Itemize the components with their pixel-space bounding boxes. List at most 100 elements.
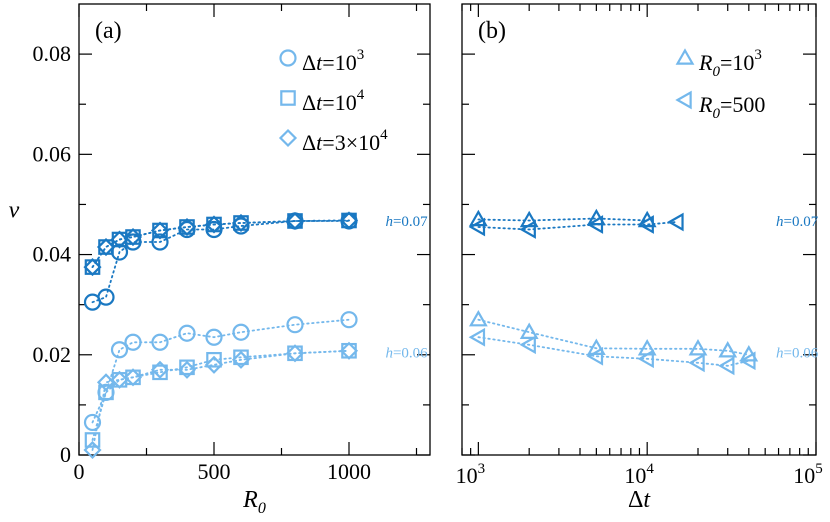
x-tick-label: 105 <box>793 461 823 488</box>
data-point <box>177 217 197 237</box>
series-connector <box>91 219 350 269</box>
data-point <box>233 349 249 366</box>
legend-marker <box>675 90 692 110</box>
data-point <box>286 316 304 334</box>
data-point <box>206 351 222 368</box>
legend-label: Δt=3×104 <box>302 127 388 155</box>
x-tick-label: 500 <box>198 459 231 484</box>
x-axis-label: Δt <box>628 487 651 513</box>
data-point <box>718 341 738 358</box>
x-tick-label: 1000 <box>327 459 371 484</box>
data-point <box>151 333 169 351</box>
panel-label: (a) <box>95 18 122 44</box>
legend-marker <box>280 90 296 106</box>
data-point <box>84 432 101 448</box>
data-point <box>150 360 170 379</box>
data-point <box>123 368 143 387</box>
legend-marker <box>279 49 297 67</box>
annotation: h=0.06 <box>385 345 428 361</box>
series-circle-h006 <box>83 311 358 432</box>
annotation: h=0.06 <box>776 345 819 361</box>
data-point <box>150 221 170 240</box>
data-point <box>110 341 129 359</box>
y-tick-label: 0.08 <box>33 41 72 66</box>
series-triangle-left-h007 <box>468 212 684 239</box>
y-tick-label: 0.04 <box>33 242 72 267</box>
data-point <box>688 339 708 356</box>
data-point <box>586 215 604 234</box>
data-point <box>83 413 102 432</box>
data-point <box>718 356 735 376</box>
data-point <box>204 355 224 374</box>
y-tick-label: 0.02 <box>33 342 72 367</box>
data-point <box>637 215 654 234</box>
data-point <box>83 258 102 277</box>
series-square-h006 <box>84 342 357 448</box>
data-point <box>179 359 195 376</box>
data-point <box>285 344 305 363</box>
plot-frame <box>78 3 431 456</box>
annotation: h=0.07 <box>776 214 819 230</box>
y-axis-label: v <box>9 198 20 224</box>
data-point <box>205 328 223 346</box>
annotation: h=0.07 <box>385 214 428 230</box>
data-point <box>519 220 536 239</box>
series-diamond-h006 <box>83 341 359 460</box>
data-point <box>285 211 305 231</box>
series-triangle-up-h006 <box>468 309 759 362</box>
data-point <box>340 311 358 329</box>
data-point <box>123 227 143 247</box>
series-connector <box>477 217 649 222</box>
data-point <box>124 233 142 251</box>
data-point <box>339 341 359 360</box>
series-connector <box>477 318 750 356</box>
legend-marker <box>278 128 298 148</box>
legend-label: Δt=103 <box>302 47 364 75</box>
data-point <box>586 338 606 355</box>
data-point <box>339 211 359 230</box>
data-point <box>152 364 168 381</box>
data-point <box>204 215 224 234</box>
data-point <box>231 350 251 369</box>
series-connector <box>477 336 750 367</box>
data-point <box>739 351 756 371</box>
legend-label: Δt=104 <box>302 87 365 115</box>
data-point <box>667 212 684 232</box>
data-point <box>96 237 116 257</box>
data-point <box>83 440 102 460</box>
data-point <box>231 213 251 233</box>
legend-label: R0=500 <box>698 92 765 122</box>
x-tick-label: 103 <box>456 461 486 488</box>
legend-marker <box>675 48 695 65</box>
data-point <box>97 288 115 306</box>
data-point <box>637 210 657 228</box>
series-diamond-h007 <box>83 211 359 277</box>
data-point <box>468 217 486 237</box>
data-point <box>519 322 539 339</box>
series-connector <box>91 318 350 424</box>
data-point <box>637 349 654 369</box>
y-tick-label: 0 <box>60 442 71 467</box>
data-point <box>519 335 536 355</box>
series-triangle-left-h006 <box>468 327 756 376</box>
series-triangle-up-h007 <box>468 208 657 228</box>
series-connector <box>91 220 350 304</box>
data-point <box>232 323 250 341</box>
x-tick-label: 0 <box>74 459 85 484</box>
y-tick-label: 0.06 <box>33 141 72 166</box>
x-axis-label: R0 <box>242 487 266 517</box>
data-point <box>177 360 197 379</box>
data-point <box>468 327 486 347</box>
data-point <box>468 309 488 327</box>
x-tick-label: 104 <box>624 461 654 488</box>
data-point <box>586 346 604 366</box>
data-point <box>468 209 488 227</box>
data-point <box>178 324 196 342</box>
data-point <box>151 233 169 251</box>
legend-label: R0=103 <box>698 47 762 80</box>
